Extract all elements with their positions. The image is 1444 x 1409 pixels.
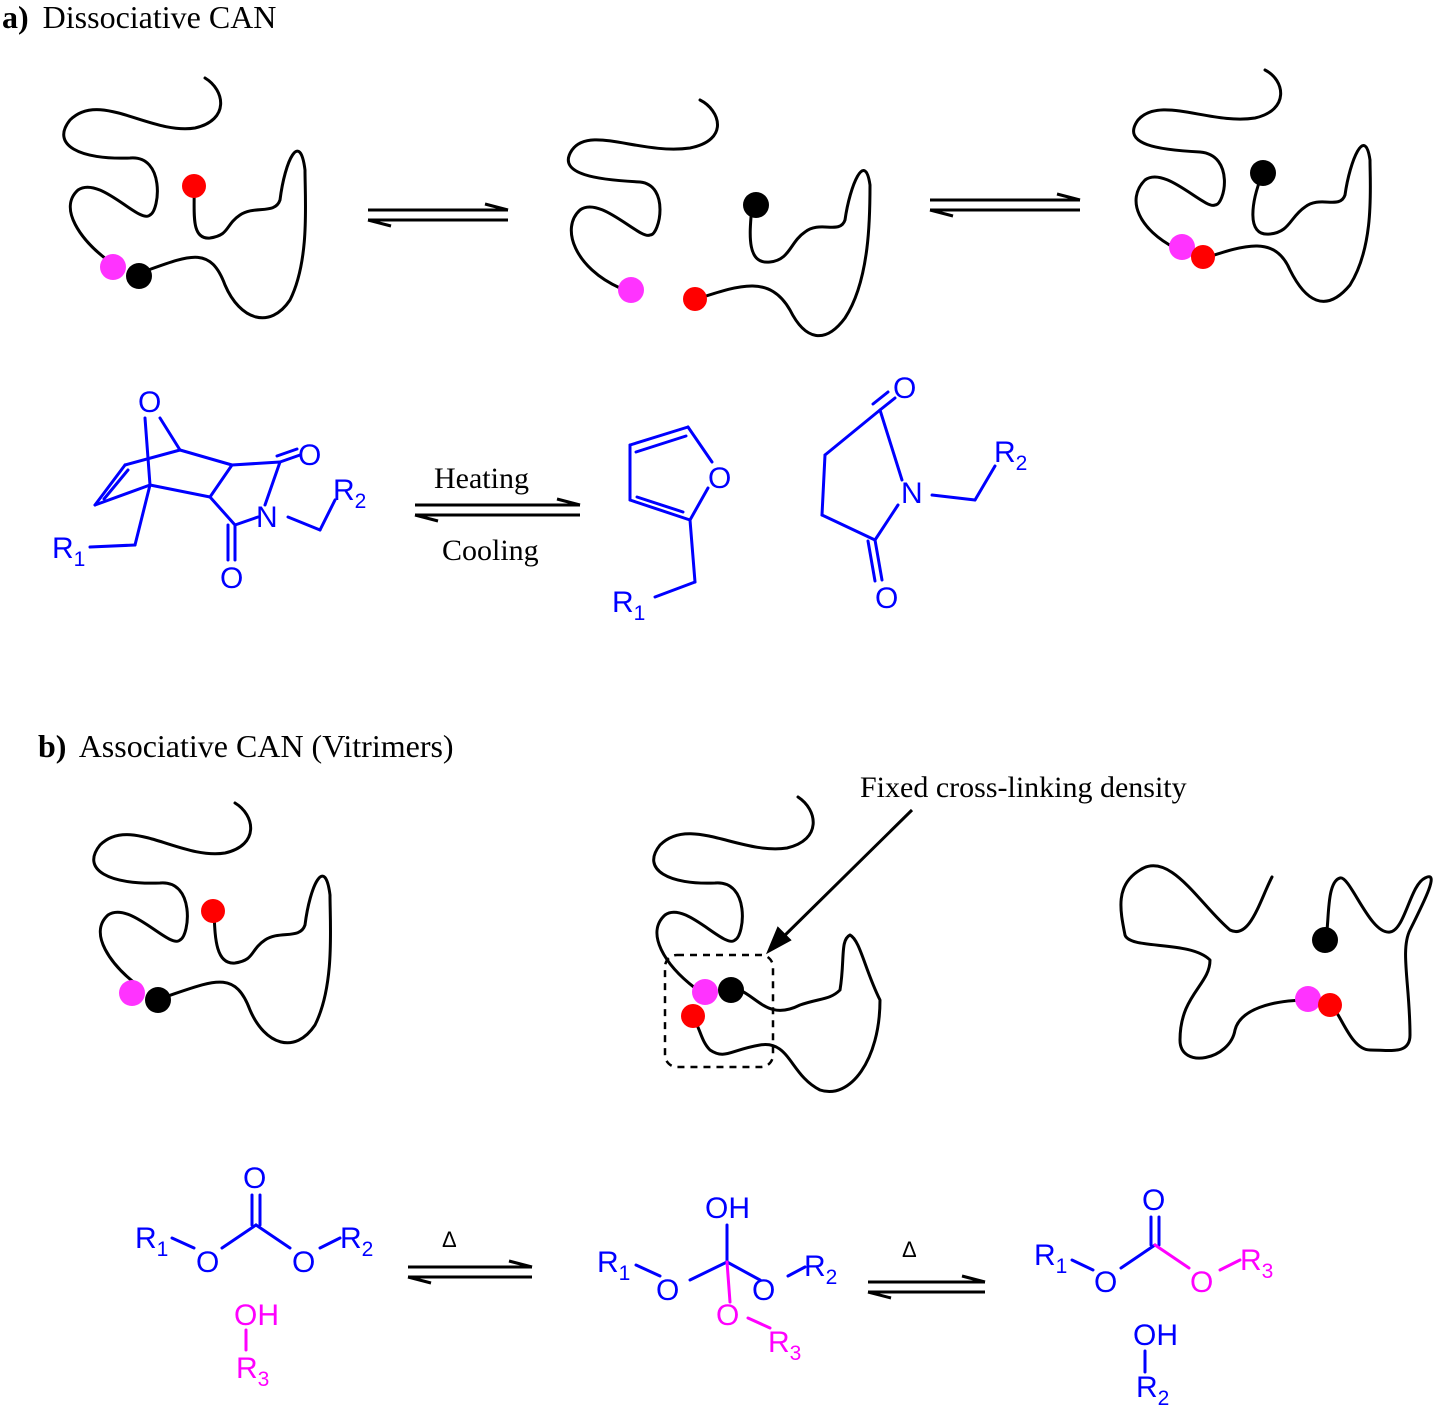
intermediate-hydroxyl: OH	[705, 1192, 750, 1225]
network-b3-black-node	[1312, 927, 1338, 953]
carbonate1-ester-oxygen-right: O	[292, 1246, 315, 1279]
network-b3-red-node	[1318, 993, 1342, 1017]
tetrahedral-intermediate: OH O O O R1 R2 R3	[597, 1192, 837, 1365]
alcohol-r2-hydroxyl: OH	[1133, 1319, 1178, 1352]
network-a2-pink-node	[618, 277, 644, 303]
delta-symbol-1: Δ	[442, 1227, 457, 1252]
network-b1-chain	[92, 801, 253, 989]
adduct-r2: R2	[333, 474, 366, 513]
carbonate1-carbonyl-oxygen: O	[243, 1162, 266, 1195]
network-a2-chain	[566, 98, 719, 290]
equilibrium-arrow-a1	[367, 202, 509, 228]
alcohol-r3-hydroxyl: OH	[234, 1299, 279, 1332]
panel-b-letter: b)	[38, 728, 66, 764]
maleimide-molecule: O N O R2	[820, 372, 1027, 615]
intermediate-oxygen-right: O	[752, 1274, 775, 1307]
panel-a-letter: a)	[2, 0, 29, 35]
network-a2-red-node	[683, 287, 707, 311]
network-a1-chain-lower	[138, 149, 308, 320]
network-a3-black-node	[1250, 160, 1276, 186]
network-b1-chain-lower	[163, 874, 333, 1045]
maleimide-r2: R2	[994, 436, 1027, 475]
network-b3-chain-lower	[1323, 875, 1433, 1053]
panel-a-heading: a) Dissociative CAN	[2, 0, 276, 35]
delta-symbol-2: Δ	[902, 1237, 917, 1262]
panel-a-title: Dissociative CAN	[43, 0, 277, 35]
diels-alder-adduct: O	[52, 386, 366, 595]
furan-oxygen: O	[708, 462, 731, 495]
furan-molecule: O R1	[612, 425, 731, 625]
carbonate2-r1: R1	[1034, 1239, 1067, 1278]
intermediate-r2: R2	[804, 1250, 837, 1289]
network-a3-pink-node	[1169, 234, 1195, 260]
network-a2-black-node	[743, 192, 769, 218]
delta-equilibrium-2: Δ	[867, 1237, 986, 1300]
network-a2	[566, 98, 872, 337]
network-a1	[62, 76, 308, 320]
alcohol-r2-group: R2	[1136, 1371, 1169, 1409]
network-a1-black-node	[126, 263, 152, 289]
alcohol-r3-group: R3	[236, 1352, 269, 1391]
carbonate-product: O O O R1 R3 OH R2	[1034, 1184, 1273, 1409]
adduct-bridge-oxygen: O	[138, 386, 161, 419]
carbonate2-ester-oxygen-right: O	[1190, 1266, 1213, 1299]
adduct-carbonyl-oxygen-top: O	[298, 439, 321, 472]
network-a1-chain	[62, 76, 223, 264]
heating-cooling-equilibrium: Heating Cooling	[414, 462, 581, 567]
delta-equilibrium-1: Δ	[407, 1227, 533, 1285]
adduct-carbonyl-oxygen-bottom: O	[220, 562, 243, 595]
carbonate1-r1: R1	[135, 1222, 168, 1261]
network-b2-pink-node	[692, 979, 718, 1005]
maleimide-oxygen-top: O	[893, 372, 916, 405]
network-a1-pink-node	[100, 254, 126, 280]
carbonate1-r2: R2	[340, 1222, 373, 1261]
maleimide-nitrogen: N	[901, 477, 923, 510]
adduct-nitrogen: N	[256, 501, 278, 534]
furan-r1: R1	[612, 586, 645, 625]
network-b2	[652, 795, 882, 1093]
network-b3	[1119, 864, 1433, 1060]
network-a1-red-node	[182, 174, 206, 198]
carbonate2-r3: R3	[1240, 1244, 1273, 1283]
network-b2-red-node	[681, 1004, 705, 1028]
fixed-crosslinking-label: Fixed cross-linking density	[860, 771, 1187, 804]
network-a2-chain-lower	[698, 169, 872, 337]
network-b2-chain-lower	[690, 933, 882, 1093]
network-b2-black-node	[718, 977, 744, 1003]
network-a3-chain-lower	[1203, 144, 1372, 303]
carbonate1-ester-oxygen-left: O	[196, 1246, 219, 1279]
carbonate2-carbonyl-oxygen: O	[1142, 1184, 1165, 1217]
intermediate-oxygen-r3: O	[716, 1299, 739, 1332]
network-b1	[92, 801, 333, 1045]
equilibrium-arrow-a2	[929, 192, 1081, 218]
network-b3-pink-node	[1295, 986, 1321, 1012]
carbonate2-ester-oxygen-left: O	[1094, 1266, 1117, 1299]
network-a3-chain	[1132, 68, 1283, 250]
network-a3-red-node	[1191, 245, 1215, 269]
network-a3	[1132, 68, 1372, 303]
intermediate-oxygen-left: O	[656, 1274, 679, 1307]
fixed-crosslinking-annotation: Fixed cross-linking density	[765, 771, 1187, 955]
network-b3-chain	[1119, 864, 1312, 1060]
adduct-r1: R1	[52, 532, 85, 571]
network-b1-red-node	[201, 899, 225, 923]
maleimide-oxygen-bottom: O	[875, 582, 898, 615]
intermediate-r3: R3	[768, 1326, 801, 1365]
intermediate-r1: R1	[597, 1246, 630, 1285]
cooling-label: Cooling	[442, 534, 539, 567]
network-b1-black-node	[145, 987, 171, 1013]
carbonate-reactant: O O O R1 R2 OH R3	[135, 1162, 373, 1391]
network-b1-pink-node	[119, 980, 145, 1006]
panel-b-title: Associative CAN (Vitrimers)	[79, 728, 454, 764]
cross-link-dashed-box	[663, 953, 775, 1069]
heating-label: Heating	[434, 462, 529, 495]
network-b2-chain	[652, 795, 815, 990]
panel-b-heading: b) Associative CAN (Vitrimers)	[38, 728, 454, 764]
